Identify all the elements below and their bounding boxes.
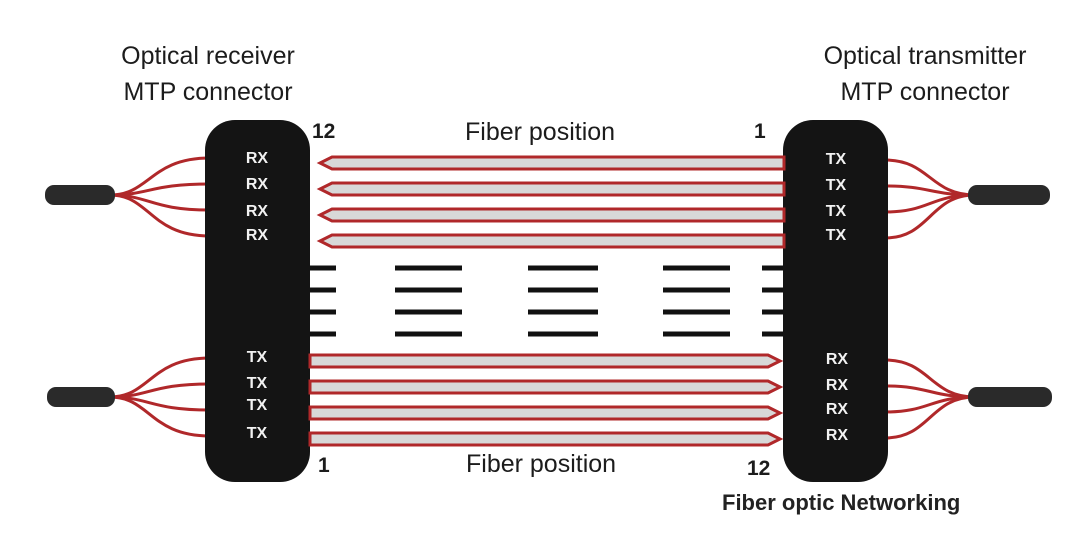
cable-left-bottom [47, 387, 115, 407]
transmitter-top-position-number: 1 [754, 120, 766, 143]
fanout-fiber [884, 395, 976, 440]
transmitter-port-rx-2: RX [825, 377, 849, 394]
fiber-line-bottom-2 [308, 379, 784, 395]
fiber-line-top-1 [316, 155, 786, 171]
fiber-position-label-bottom: Fiber position [466, 450, 617, 478]
fiber-dash [310, 265, 336, 271]
fiber-line-top-3 [316, 207, 786, 223]
right-bottom-fanout [884, 358, 976, 440]
fiber-dash [395, 331, 462, 337]
right-top-fanout [884, 158, 976, 240]
fiber-dash [762, 265, 783, 271]
fanout-fiber [109, 356, 211, 399]
transmitter-port-tx-1: TX [825, 151, 847, 168]
fiber-dash [762, 309, 783, 315]
transmitter-title-line1: Optical transmitter [823, 42, 1027, 70]
receiver-port-rx-1: RX [245, 150, 269, 167]
fiber-line-top-2 [316, 181, 786, 197]
fiber-dash [528, 265, 598, 271]
fanout-fiber [884, 193, 976, 240]
fiber-dash [762, 331, 783, 337]
left-top-fanout [109, 156, 211, 238]
receiver-port-rx-4: RX [245, 227, 269, 244]
fanout-fiber [884, 384, 976, 399]
receiver-title-line2: MTP connector [123, 78, 293, 106]
fiber-dash [528, 287, 598, 293]
fiber-dash [762, 287, 783, 293]
transmitter-port-rx-1: RX [825, 351, 849, 368]
middle-fiber-dashes [310, 265, 783, 337]
fanout-fiber [109, 382, 211, 399]
transmitter-port-tx-2: TX [825, 177, 847, 194]
fiber-line-bottom-3 [308, 405, 784, 421]
fiber-dash [310, 309, 336, 315]
transmitter-port-tx-4: TX [825, 227, 847, 244]
receiver-bottom-position-number: 1 [318, 454, 330, 477]
transmitter-title-line2: MTP connector [840, 78, 1010, 106]
fanout-fiber [109, 395, 211, 438]
transmitter-bottom-position-number: 12 [747, 457, 771, 480]
receiver-port-tx-3: TX [246, 397, 268, 414]
fiber-dash [310, 287, 336, 293]
fiber-line-bottom-1 [308, 353, 784, 369]
fiber-dash [663, 287, 730, 293]
fiber-dash [528, 309, 598, 315]
fiber-position-label-top: Fiber position [465, 118, 616, 146]
fiber-dash [395, 287, 462, 293]
transmitter-connector-body [783, 120, 888, 482]
transmitter-port-rx-4: RX [825, 427, 849, 444]
transmitter-port-tx-3: TX [825, 203, 847, 220]
fiber-dash [395, 309, 462, 315]
receiver-top-position-number: 12 [312, 120, 336, 143]
receiver-port-tx-2: TX [246, 375, 268, 392]
credit-text: Fiber optic Networking [722, 490, 961, 515]
fiber-dash [395, 265, 462, 271]
left-bottom-fanout [109, 356, 211, 438]
fiber-line-top-4 [316, 233, 786, 249]
transmitter-port-rx-3: RX [825, 401, 849, 418]
fiber-line-bottom-4 [308, 431, 784, 447]
fiber-dash [528, 331, 598, 337]
cable-right-bottom [968, 387, 1052, 407]
bottom-fibers [308, 353, 784, 447]
top-fibers [316, 155, 786, 249]
fiber-dash [663, 331, 730, 337]
receiver-port-rx-3: RX [245, 203, 269, 220]
receiver-connector-body [205, 120, 310, 482]
fiber-dash [310, 331, 336, 337]
cable-right-top [968, 185, 1050, 205]
fiber-dash [663, 309, 730, 315]
receiver-title-line1: Optical receiver [121, 42, 295, 70]
receiver-port-rx-2: RX [245, 176, 269, 193]
fanout-fiber [109, 193, 211, 238]
receiver-port-tx-1: TX [246, 349, 268, 366]
cable-left-top [45, 185, 115, 205]
fanout-fiber [884, 184, 976, 197]
fiber-dash [663, 265, 730, 271]
fanout-fiber [109, 182, 211, 197]
receiver-port-tx-4: TX [246, 425, 268, 442]
